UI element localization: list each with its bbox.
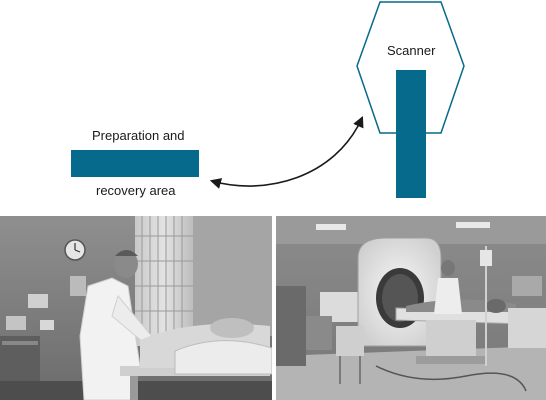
mri-scanner-room-photo — [276, 216, 546, 400]
transfer-arrow — [209, 115, 364, 189]
workflow-diagram: Preparation and recovery area Scanner — [71, 1, 465, 198]
preparation-area-bar — [71, 150, 199, 177]
preparation-room-photo — [0, 216, 272, 400]
diagram-canvas — [71, 1, 465, 198]
scanner-room-outline — [356, 1, 465, 134]
scanner-label: Scanner — [387, 43, 436, 58]
preparation-label-line1: Preparation and — [92, 128, 185, 143]
preparation-label-line2: recovery area — [96, 183, 176, 198]
scanner-bar — [396, 70, 426, 198]
